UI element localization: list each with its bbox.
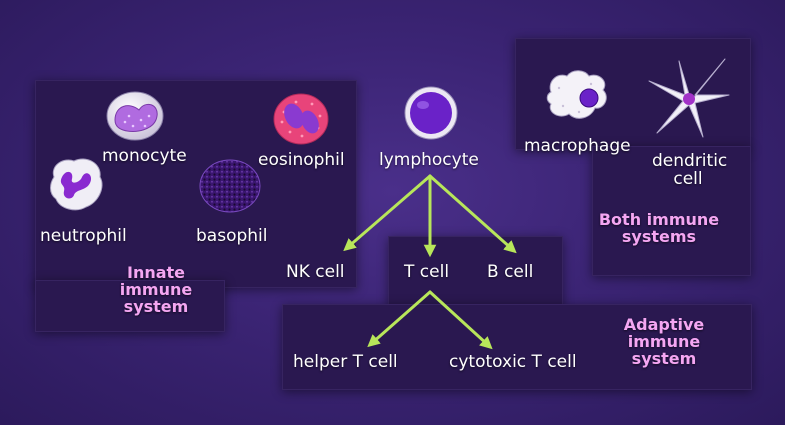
adaptive-title-line3: system (631, 349, 697, 368)
monocyte-icon (106, 91, 164, 141)
innate-title-line2: immune (119, 280, 193, 299)
adaptive-immune-system-title: Adaptive immune system (614, 316, 714, 367)
b-cell-label: B cell (487, 262, 534, 282)
innate-immune-panel-ext (35, 280, 225, 332)
macrophage-label: macrophage (524, 136, 631, 156)
eosinophil-label: eosinophil (258, 150, 345, 170)
helper-t-cell-label: helper T cell (293, 352, 398, 372)
arrow-lymphocyte-to-nk (343, 174, 432, 252)
dendritic-cell-label: dendritic cell (652, 151, 728, 189)
arrow-lymphocyte-to-b (428, 174, 517, 254)
basophil-label: basophil (196, 226, 268, 246)
eosinophil-icon (273, 93, 329, 145)
dendritic-cell-label-line1: dendritic (652, 151, 728, 171)
macrophage-icon (546, 70, 607, 119)
innate-title-line1: Innate (126, 263, 186, 282)
nk-cell-label: NK cell (286, 262, 345, 282)
both-title-line1: Both immune (598, 210, 720, 229)
both-title-line2: systems (621, 227, 697, 246)
adaptive-immune-panel (388, 236, 563, 308)
dendritic-cell-label-line2: cell (673, 169, 703, 189)
innate-immune-system-title: Innate immune system (108, 264, 204, 315)
innate-title-line3: system (123, 297, 189, 316)
lymphocyte-label: lymphocyte (379, 150, 479, 170)
basophil-icon (199, 159, 261, 213)
lymphocyte-icon (404, 86, 458, 140)
both-systems-panel-ext (592, 146, 751, 276)
t-cell-label: T cell (404, 262, 450, 282)
arrow-t-to-cytotoxic (428, 290, 493, 350)
neutrophil-icon (50, 158, 103, 211)
monocyte-label: monocyte (102, 146, 187, 166)
arrow-t-to-helper (367, 290, 432, 348)
dendritic-cell-icon (648, 58, 730, 138)
neutrophil-label: neutrophil (40, 226, 127, 246)
both-immune-systems-title: Both immune systems (596, 211, 722, 245)
cytotoxic-t-cell-label: cytotoxic T cell (449, 352, 577, 372)
adaptive-title-line1: Adaptive (623, 315, 705, 334)
adaptive-title-line2: immune (627, 332, 701, 351)
adaptive-immune-panel-lower (282, 304, 752, 390)
